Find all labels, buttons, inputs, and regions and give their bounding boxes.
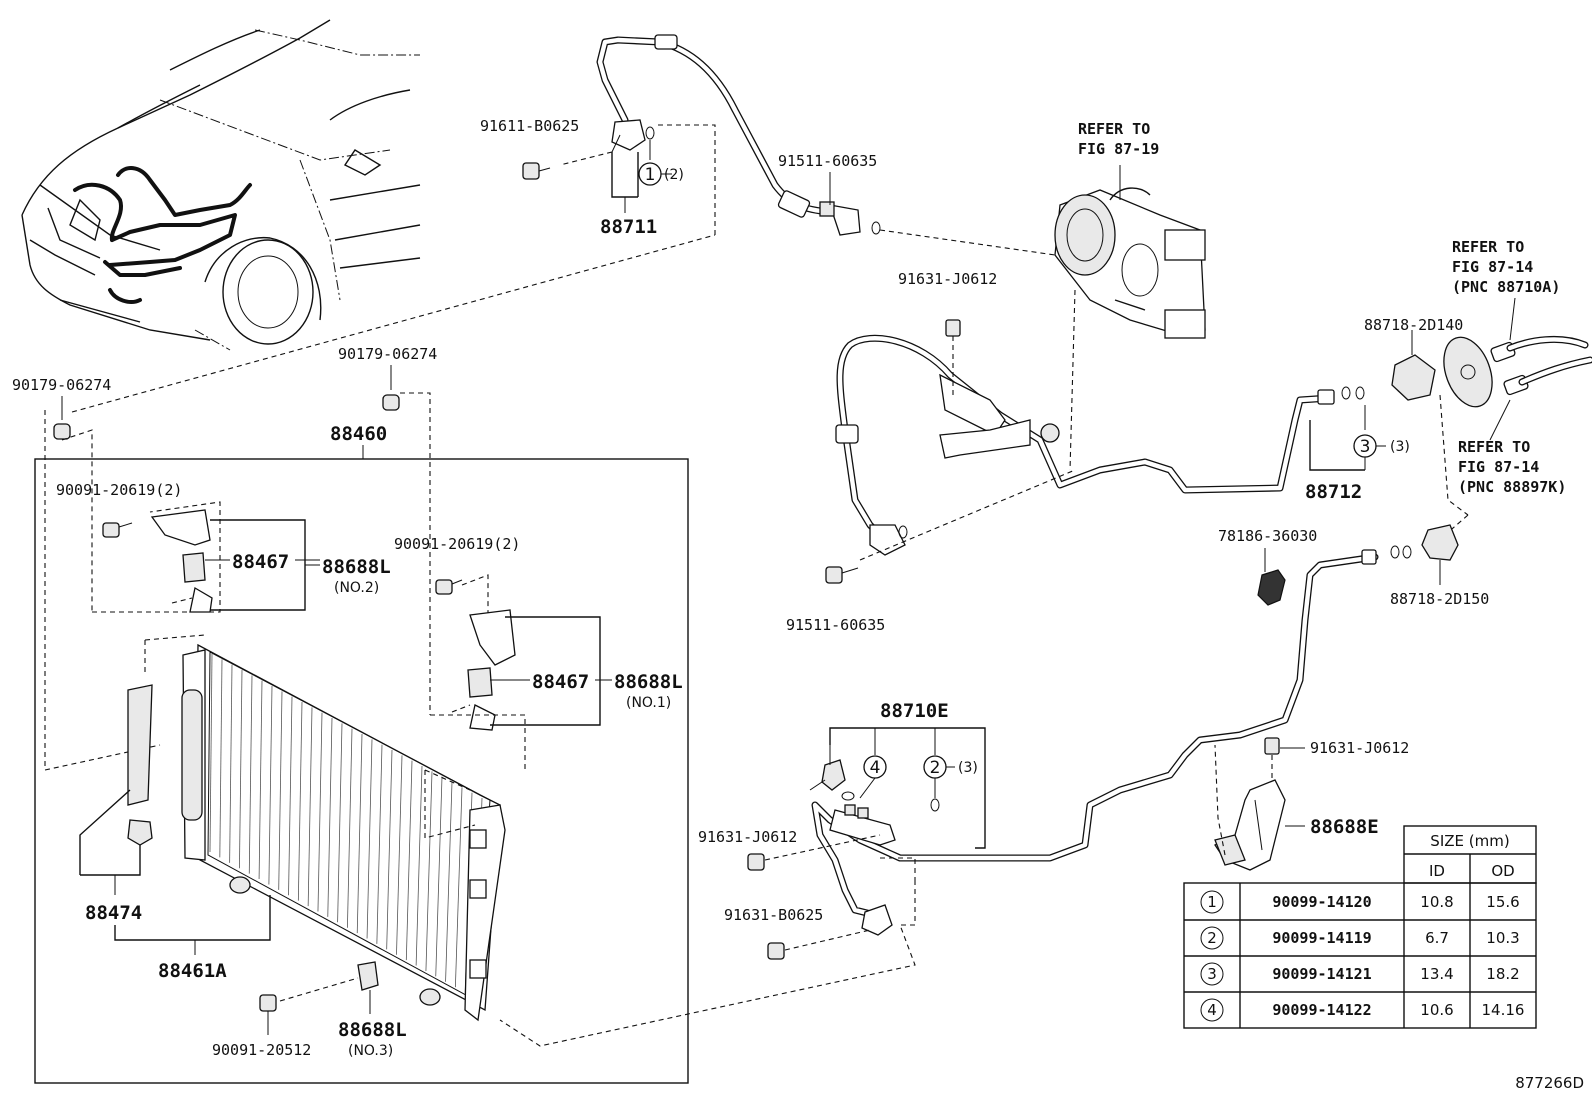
compressor-drawing [1054, 165, 1206, 339]
size-row-4-number: 4 [1207, 1001, 1217, 1019]
part-91631-J0612-top: 91631-J0612 [898, 270, 997, 288]
part-88460: 88460 [330, 423, 387, 445]
grommet-right-icon [382, 394, 400, 411]
part-88712: 88712 [1305, 481, 1362, 503]
refer-fig-87-14a-line3: (PNC 88710A) [1452, 278, 1560, 296]
part-91631-J0612-right: 91631-J0612 [1310, 739, 1409, 757]
part-88688L-no1: 88688L [614, 671, 683, 693]
quantity-3-label-upper: (3) [1390, 439, 1410, 455]
size-row-2-number: 2 [1207, 929, 1217, 947]
refer-fig-87-19-line1: REFER TO [1078, 120, 1150, 138]
part-88718-2D150: 88718-2D150 [1390, 590, 1489, 608]
part-90091-20512: 90091-20512 [212, 1041, 311, 1059]
part-91611-B0625: 91611-B0625 [480, 117, 579, 135]
part-90091-20619-left: 90091-20619(2) [56, 481, 182, 499]
size-row-3-part: 90099-14121 [1272, 965, 1371, 983]
condenser-core-drawing [181, 643, 506, 1022]
size-table-col-id: ID [1429, 862, 1445, 880]
size-row-2-od: 10.3 [1486, 929, 1519, 947]
part-88467-left: 88467 [232, 551, 289, 573]
refer-fig-87-14b-line2: FIG 87-14 [1458, 458, 1539, 476]
refer-fig-87-14b-line3: (PNC 88897K) [1458, 478, 1566, 496]
part-90179-06274-left: 90179-06274 [12, 376, 111, 394]
bracket-88688E-drawing [1214, 779, 1286, 871]
quantity-3-label-lower: (3) [958, 760, 978, 776]
bolt-icon [522, 162, 540, 180]
part-88718-2D140: 88718-2D140 [1364, 316, 1463, 334]
size-row-1-id: 10.8 [1420, 893, 1453, 911]
quantity-2-label: (2) [664, 167, 684, 183]
side-seal-icon [127, 684, 153, 806]
condenser-assembly-box [34, 458, 689, 1084]
suction-hose-drawing [835, 334, 1365, 556]
size-row-4-part: 90099-14122 [1272, 1001, 1371, 1019]
label-no3: (NO.3) [348, 1043, 393, 1059]
size-table-col-od: OD [1491, 862, 1514, 880]
liquid-pipe-drawing [811, 549, 1379, 936]
part-91511-60635-bottom: 91511-60635 [786, 616, 885, 634]
size-row-3-od: 18.2 [1486, 965, 1519, 983]
refer-fig-87-14b-line1: REFER TO [1458, 438, 1530, 456]
label-no2: (NO.2) [334, 580, 379, 596]
size-row-3-number: 3 [1207, 965, 1217, 983]
valve-88718-2D150-drawing [1390, 524, 1459, 585]
callout-3-number-upper: 3 [1360, 437, 1371, 457]
size-row-4-od: 14.16 [1482, 1001, 1525, 1019]
part-91511-60635-top: 91511-60635 [778, 152, 877, 170]
refer-fig-87-19-line2: FIG 87-19 [1078, 140, 1159, 158]
part-88688L-no3: 88688L [338, 1019, 407, 1041]
size-row-2-part: 90099-14119 [1272, 929, 1371, 947]
size-row-3-id: 13.4 [1420, 965, 1453, 983]
size-row-1-part: 90099-14120 [1272, 893, 1371, 911]
part-88461A: 88461A [158, 960, 227, 982]
part-91631-B0625: 91631-B0625 [724, 906, 823, 924]
callout-2-number: 2 [930, 758, 941, 778]
part-88474: 88474 [85, 902, 142, 924]
refer-fig-87-14a-line1: REFER TO [1452, 238, 1524, 256]
size-row-1-od: 15.6 [1486, 893, 1519, 911]
refer-fig-87-14a-line2: FIG 87-14 [1452, 258, 1533, 276]
o-ring-size-table: SIZE (mm) ID OD 1 90099-14120 10.8 15.6 … [1183, 825, 1537, 1029]
clip-icon [127, 819, 153, 846]
callout-1-number: 1 [645, 165, 656, 185]
hose-88711-drawing [596, 34, 881, 236]
size-row-4-id: 10.6 [1420, 1001, 1453, 1019]
part-88467-right: 88467 [532, 671, 589, 693]
part-91631-J0612-mid: 91631-J0612 [698, 828, 797, 846]
callout-4-number: 4 [870, 758, 881, 778]
size-row-2-id: 6.7 [1425, 929, 1449, 947]
grommet-left-icon [53, 423, 71, 440]
part-78186-36030: 78186-36030 [1218, 527, 1317, 545]
part-90091-20619-right: 90091-20619(2) [394, 535, 520, 553]
size-row-1-number: 1 [1207, 893, 1217, 911]
vehicle-outline [21, 19, 421, 351]
part-88711: 88711 [600, 216, 657, 238]
part-90179-06274-right: 90179-06274 [338, 345, 437, 363]
part-88688L-no2: 88688L [322, 556, 391, 578]
part-88688E: 88688E [1310, 816, 1379, 838]
valve-88718-2D140-drawing [1391, 330, 1592, 408]
figure-id: 877266D [1515, 1074, 1584, 1092]
part-88710E: 88710E [880, 700, 949, 722]
size-table-header: SIZE (mm) [1430, 832, 1509, 850]
label-no1: (NO.1) [626, 695, 671, 711]
